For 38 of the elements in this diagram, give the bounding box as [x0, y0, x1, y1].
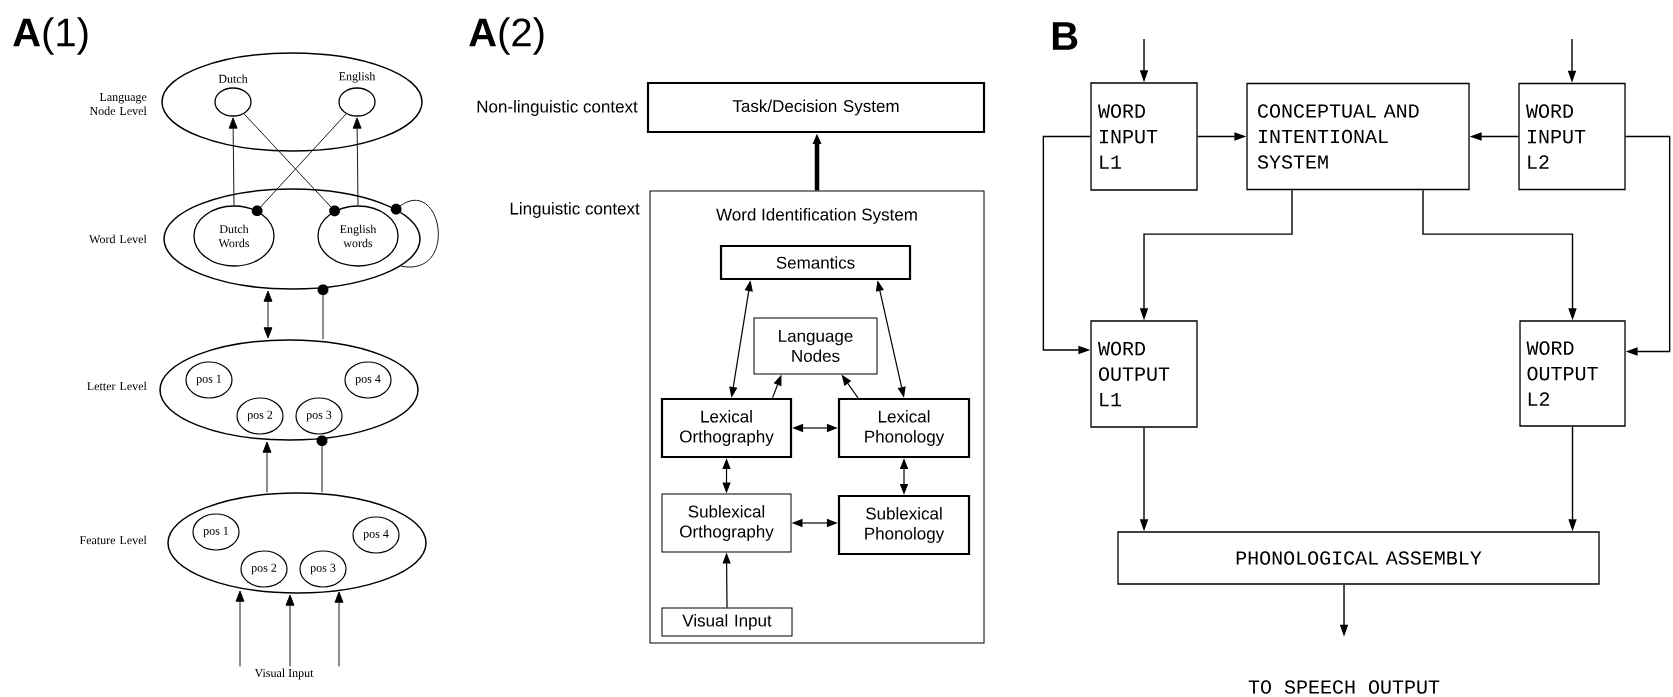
- arrow: [285, 594, 295, 667]
- level-label: Letter Level: [87, 381, 147, 391]
- process-box: Semantics: [719, 244, 912, 281]
- arrow: [228, 117, 238, 206]
- process-box: WORD OUTPUT L2: [1519, 320, 1626, 427]
- process-box: Lexical Orthography: [660, 397, 793, 459]
- node-label: English: [339, 71, 376, 83]
- inhibitory-line: [317, 284, 329, 340]
- process-box: WORD OUTPUT L1: [1090, 320, 1198, 428]
- process-box: CONCEPTUAL AND INTENTIONAL SYSTEM: [1246, 82, 1470, 191]
- arrow: [334, 591, 344, 667]
- process-box: WORD INPUT L2: [1518, 82, 1626, 191]
- node-label: Dutch: [218, 74, 248, 83]
- level-label: Language Node Level: [89, 93, 147, 115]
- process-box: Sublexical Orthography: [661, 493, 792, 553]
- process-box: Language Nodes: [753, 317, 878, 375]
- double-arrow: [263, 290, 273, 339]
- level-label: Feature Level: [79, 535, 147, 545]
- system-box: Task/Decision System: [646, 81, 986, 134]
- process-box: Sublexical Phonology: [837, 494, 971, 556]
- arrow: [352, 117, 362, 206]
- level-label: Word Level: [89, 234, 147, 244]
- panel-label: A(1): [13, 17, 88, 55]
- arrow: [262, 441, 272, 493]
- arrow: [235, 590, 245, 667]
- inhibitory-line: [316, 435, 328, 493]
- input-label: Visual Input: [254, 668, 314, 680]
- process-box: WORD INPUT L1: [1090, 82, 1198, 191]
- level-label: Non-linguistic context: [477, 100, 638, 116]
- arrow: [1624, 135, 1671, 356]
- panel-label: A(2): [469, 17, 544, 55]
- level-label: Linguistic context: [510, 202, 640, 218]
- process-box: Visual Input: [661, 607, 793, 637]
- process-box: PHONOLOGICAL ASSEMBLY: [1117, 531, 1600, 585]
- output-label: TO SPEECH OUTPUT: [1248, 680, 1440, 694]
- process-box: Lexical Phonology: [837, 397, 971, 459]
- panel-label: B: [1052, 22, 1078, 50]
- inhibitory-line: [390, 199, 439, 268]
